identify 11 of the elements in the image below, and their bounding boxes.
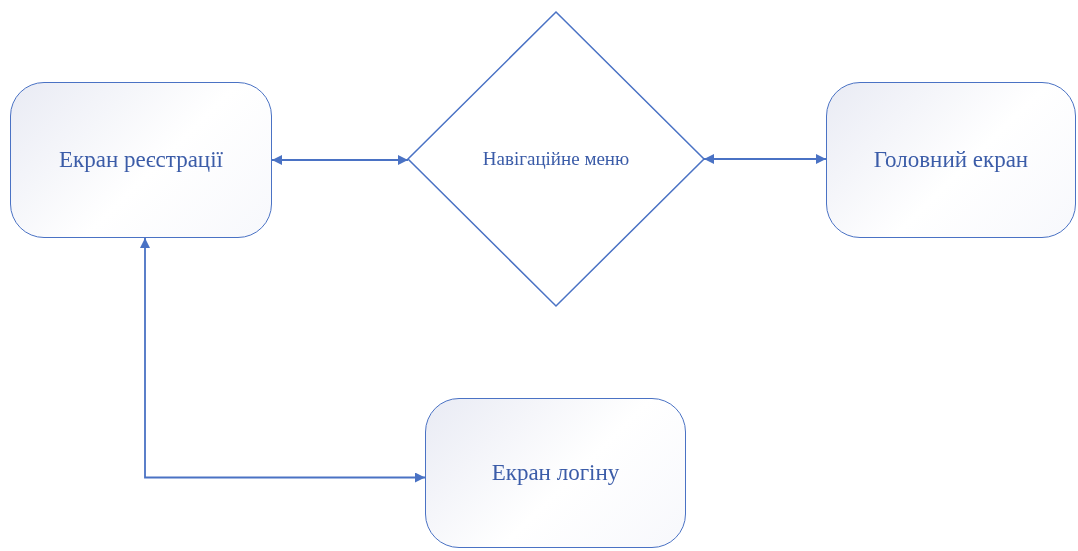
screen-box (425, 398, 686, 548)
double-arrow (271, 155, 409, 165)
node-label: Екран логіну (490, 459, 621, 487)
node-label: Навігаційне меню (481, 147, 631, 171)
screen-box (826, 82, 1076, 238)
screen-box (10, 82, 272, 238)
double-arrow (703, 154, 827, 164)
node-label: Головний екран (872, 146, 1030, 174)
double-arrow (140, 237, 426, 483)
node-label: Екран реєстрації (58, 146, 224, 174)
decision-diamond (408, 12, 704, 306)
